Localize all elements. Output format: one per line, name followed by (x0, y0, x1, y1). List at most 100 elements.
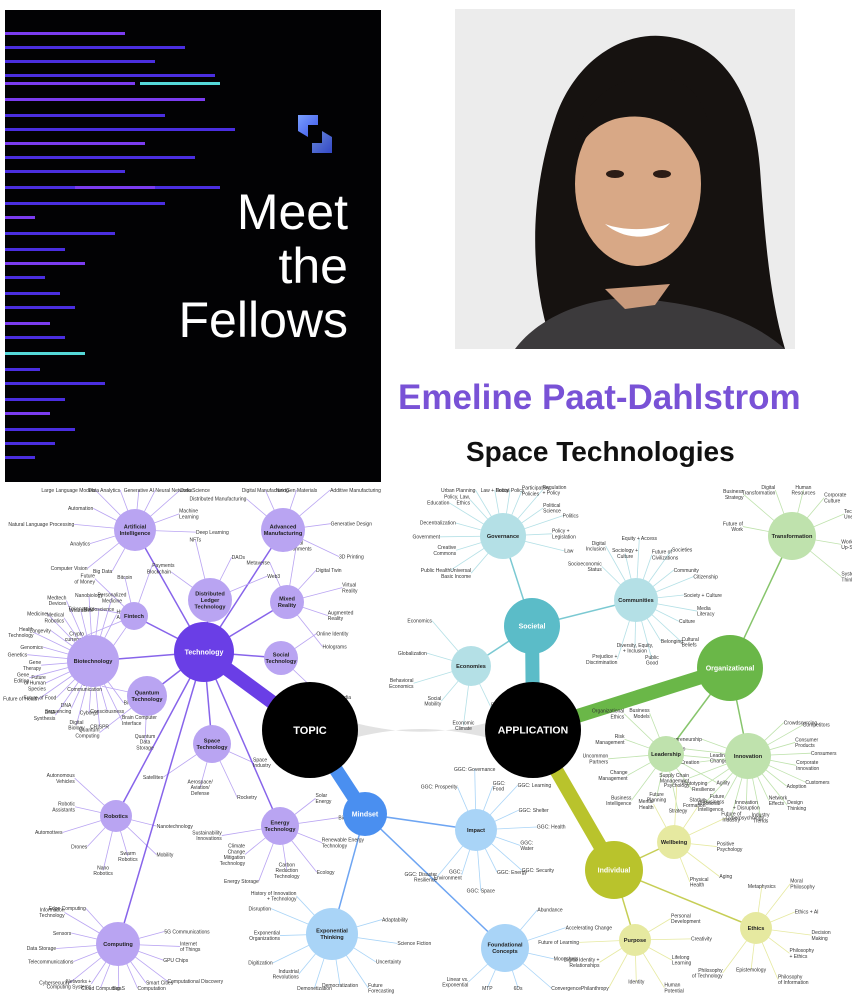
category-node-societal (504, 598, 560, 654)
leaf-label: Metaverse (246, 560, 270, 566)
subtopic-label-transformation: Transformation (772, 534, 813, 540)
subtopic-label-leadership: Leadership (651, 752, 681, 758)
subtopic-node-exp (306, 908, 358, 960)
leaf-label: Generative AI (124, 488, 154, 494)
decorative-bar (5, 142, 145, 145)
leaf-label: Longevity (29, 628, 51, 634)
decorative-bar (5, 98, 205, 101)
leaf-label: GGC: Prosperity (421, 785, 458, 791)
decorative-bar (5, 322, 50, 325)
leaf-label: Identity (628, 980, 645, 986)
subtopic-node-mr (270, 585, 304, 619)
leaf-label: Crowdsourcing (784, 720, 818, 726)
leaf-label: Future of Learning (538, 940, 579, 946)
leaf-label: GGC:Environment (434, 870, 463, 882)
leaf-label: Data Science (180, 488, 210, 494)
leaf-label: Digitization (248, 961, 273, 967)
subtopic-label-governance: Governance (487, 534, 519, 540)
leaf-label: GGC: Health (537, 825, 566, 831)
leaf-label: Networks +Computing Systems (47, 979, 92, 991)
subtopic-link-foundational (364, 813, 506, 949)
leaf-label: Computation (137, 986, 166, 992)
subtopic-node-biotech (67, 635, 119, 687)
decorative-bar (5, 456, 35, 459)
subtopic-node-wellbeing (657, 825, 691, 859)
subtopic-node-energy (261, 807, 299, 845)
leaf-label: GGC: Energy (497, 870, 528, 876)
leaf-label: Philanthropy (581, 986, 609, 992)
leaf-label: Deep Learning (196, 530, 229, 536)
leaf-label: Competitors (803, 723, 830, 729)
leaf-label: Economics (407, 618, 432, 624)
leaf-label: Web3 (267, 574, 280, 580)
leaf-label: Abundance (537, 908, 563, 914)
subtopic-label-impact: Impact (467, 828, 485, 834)
leaf-label: GGC: Governance (454, 767, 496, 773)
decorative-bar (5, 156, 195, 159)
decorative-bar (5, 128, 235, 131)
leaf-label: Tokenomics (68, 606, 95, 612)
subtopic-node-transformation (768, 512, 816, 560)
decorative-bar (5, 60, 155, 63)
leaf-label: Education (427, 501, 449, 507)
leaf-label: 5G Communications (164, 929, 210, 935)
promo-title-line-2: the (278, 238, 348, 294)
subtopic-label-biotech: Biotechnology (74, 659, 114, 665)
decorative-bar (75, 186, 155, 189)
leaf-label: History of Innovation+ Technology (251, 891, 297, 903)
leaf-label: 6Ds (514, 986, 523, 992)
leaf-label: Generative Design (331, 521, 373, 527)
leaf-label: Resilience (692, 787, 715, 793)
subtopic-label-innovation: Innovation (734, 754, 763, 760)
subtopic-label-purpose: Purpose (624, 938, 646, 944)
leaf-label: Computer Vision (51, 566, 88, 572)
decorative-bar (5, 352, 85, 355)
leaf-label: Adaptability (382, 917, 408, 923)
decorative-bar (5, 262, 85, 265)
leaf-label: Big Data (93, 569, 112, 575)
leaf-label: Diversity, Equity,+ Inclusion (617, 643, 654, 655)
fellow-portrait (455, 9, 795, 349)
category-node-organizational (697, 635, 763, 701)
leaf-label: Disruption (249, 906, 272, 912)
decorative-bar (5, 232, 115, 235)
leaf-label: Policy +Legislation (552, 529, 576, 541)
leaf-label: Data Storage (27, 946, 57, 952)
category-label-technology: Technology (185, 649, 224, 656)
leaf-label: Societies (672, 547, 693, 553)
decorative-bar (5, 74, 215, 77)
leaf-label: SystemsThinking (841, 572, 852, 584)
leaf-label: Politics (563, 513, 579, 519)
decorative-bar (5, 398, 65, 401)
